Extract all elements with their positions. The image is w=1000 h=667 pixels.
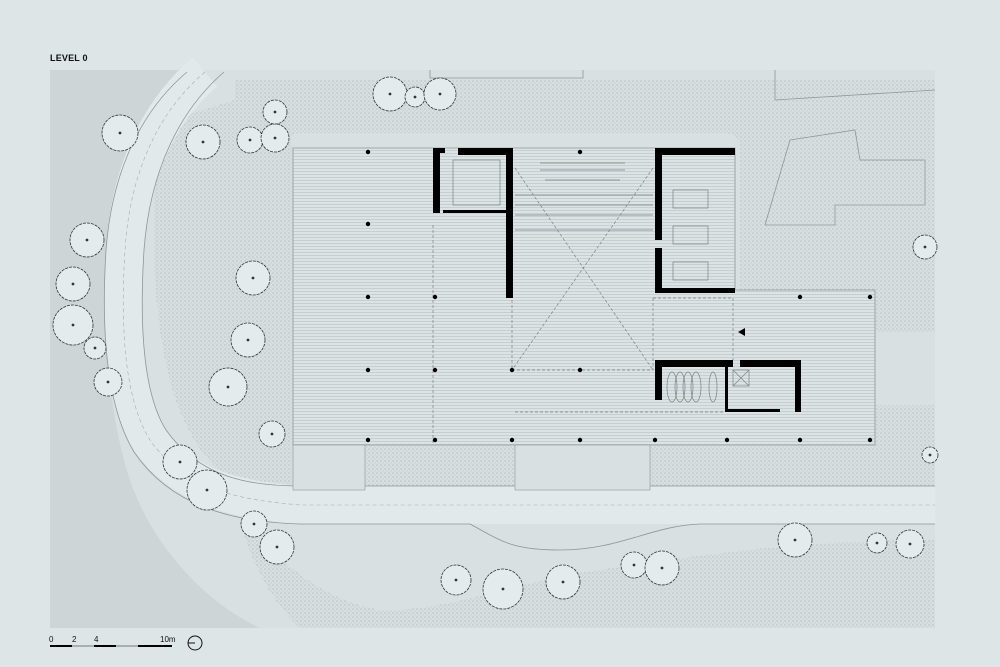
- landscape-north: [235, 80, 935, 300]
- landscape-south-a: [365, 445, 515, 490]
- tree-trunk-icon: [226, 385, 230, 389]
- tree-trunk-icon: [270, 432, 274, 436]
- tree-trunk-icon: [252, 522, 256, 526]
- tree-trunk-icon: [273, 110, 277, 114]
- tree-trunk-icon: [178, 460, 182, 464]
- roof-outline: [432, 167, 734, 445]
- furniture: [452, 159, 750, 403]
- entrance-marker-icon: [738, 328, 745, 336]
- trees: [52, 76, 939, 610]
- scale-label-10m: 10m: [160, 635, 176, 644]
- north-arrow-icon: [187, 635, 203, 651]
- tree-trunk-icon: [438, 92, 442, 96]
- tree-trunk-icon: [71, 282, 75, 286]
- tree-trunk-icon: [454, 578, 458, 582]
- landscape-west: [153, 100, 293, 490]
- tree-trunk-icon: [388, 92, 392, 96]
- tree-trunk-icon: [106, 380, 110, 384]
- tree-trunk-icon: [118, 131, 122, 135]
- tree-trunk-icon: [251, 276, 255, 280]
- drawing-title: LEVEL 0: [50, 53, 88, 63]
- neighbour-building: [764, 129, 926, 226]
- tree-trunk-icon: [632, 563, 636, 567]
- columns: [365, 149, 873, 443]
- tree-trunk-icon: [275, 545, 279, 549]
- tree-trunk-icon: [875, 541, 879, 545]
- tree-trunk-icon: [793, 538, 797, 542]
- landscape-south: [240, 520, 935, 628]
- scale-label-2: 2: [72, 635, 77, 644]
- tree-trunk-icon: [248, 138, 252, 142]
- scale-bar: 0 2 4 10m: [49, 635, 176, 647]
- scale-label-0: 0: [49, 635, 54, 644]
- ramp: [514, 444, 651, 491]
- landscape-south-b: [650, 405, 935, 490]
- tree-trunk-icon: [501, 587, 505, 591]
- tree-trunk-icon: [660, 566, 664, 570]
- tree-trunk-icon: [273, 136, 277, 140]
- tree-trunk-icon: [71, 323, 75, 327]
- tree-trunk-icon: [93, 346, 97, 350]
- scale-label-4: 4: [94, 635, 99, 644]
- tree-trunk-icon: [85, 238, 89, 242]
- tree-trunk-icon: [413, 95, 417, 99]
- tree-trunk-icon: [561, 580, 565, 584]
- tree-trunk-icon: [928, 453, 932, 457]
- tree-trunk-icon: [908, 542, 912, 546]
- tree-trunk-icon: [923, 245, 927, 249]
- walls: [433, 148, 801, 412]
- tree-trunk-icon: [201, 140, 205, 144]
- tree-trunk-icon: [246, 338, 250, 342]
- tree-trunk-icon: [205, 488, 209, 492]
- landscape-east: [875, 290, 935, 332]
